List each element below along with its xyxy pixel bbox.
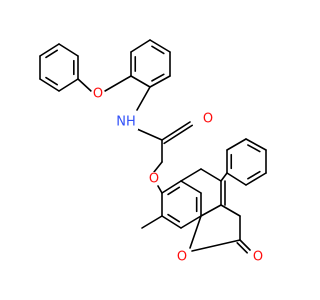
anilide-ring-bond <box>149 39 171 53</box>
benzo-ring-bond <box>161 180 182 194</box>
bond-methyl <box>141 215 163 229</box>
atom-label-layer: O NH O O O O <box>91 87 265 265</box>
atom-ether-oxygen: O <box>91 87 105 102</box>
bond-carbonyl-double <box>161 121 191 141</box>
atom-ring-oxygen-label: O <box>177 250 187 265</box>
bond-pyranone-6 <box>200 204 222 217</box>
atom-lactone-oxygen-label: O <box>253 250 263 265</box>
molecule-structure: O NH O O O O <box>39 39 267 265</box>
bond-pyranone-2 <box>200 168 222 182</box>
atom-carbonyl-oxygen-label: O <box>203 112 213 127</box>
benzo-ring-bond <box>161 215 182 229</box>
atom-ether-oxygen-label: O <box>93 87 103 102</box>
bond-pyranone-1 <box>180 168 202 182</box>
benzo-ring-double-bond <box>167 186 181 196</box>
atom-amide-nitrogen: NH <box>114 114 138 130</box>
bond-oxygen-aryl <box>157 185 163 194</box>
atom-amide-nitrogen-label: NH <box>116 115 136 130</box>
atom-aryl-ether-oxygen: O <box>147 172 161 187</box>
anilide-ring-bond <box>130 39 151 53</box>
phenoxy-ring-double-bond <box>45 76 59 86</box>
anilide-ring-double-bond <box>151 73 165 82</box>
phenoxy-ring-bond <box>39 78 60 92</box>
bond-carbonyl-double-second <box>163 124 193 145</box>
phenyl-ring-bond <box>226 138 247 151</box>
bond-phenyl-attach <box>220 172 228 182</box>
bond-pyranone-3 <box>220 204 241 217</box>
benzo-ring-bond <box>180 180 202 194</box>
bond-ring-oxygen <box>189 215 202 249</box>
phenyl-ring-bond <box>245 172 267 186</box>
bond-aryl-nitrogen <box>136 86 151 111</box>
atom-lactone-oxygen: O <box>251 250 265 265</box>
bond-pyranone-5 <box>191 239 241 252</box>
benzo-ring-double-bond <box>167 213 181 223</box>
bond-layer <box>39 39 267 254</box>
phenoxy-ring-bond <box>58 43 79 57</box>
bond-methylene-oxygen <box>153 161 163 173</box>
anilide-ring-double-bond <box>151 45 165 55</box>
phenoxy-ring-bond <box>58 78 79 92</box>
atom-aryl-ether-oxygen-label: O <box>149 172 159 187</box>
phenyl-ring-double-bond <box>247 144 261 153</box>
bond-lactone-carbonyl <box>239 239 251 251</box>
anilide-ring-bond <box>130 75 151 88</box>
benzo-ring-bond <box>180 215 202 229</box>
phenyl-ring-bond <box>226 172 247 186</box>
phenyl-ring-bond <box>245 138 267 151</box>
phenoxy-ring-double-bond <box>45 49 59 59</box>
bond-nitrogen-carbonyl <box>136 128 163 141</box>
phenyl-ring-double-bond <box>247 170 261 180</box>
bond-lactone-carbonyl-second <box>236 242 248 254</box>
phenoxy-ring-bond <box>39 43 60 57</box>
bond-ether-right <box>104 75 132 92</box>
atom-ring-oxygen: O <box>175 250 189 265</box>
bond-ether-left <box>77 78 92 92</box>
atom-carbonyl-oxygen: O <box>201 112 215 127</box>
anilide-ring-bond <box>149 75 171 88</box>
